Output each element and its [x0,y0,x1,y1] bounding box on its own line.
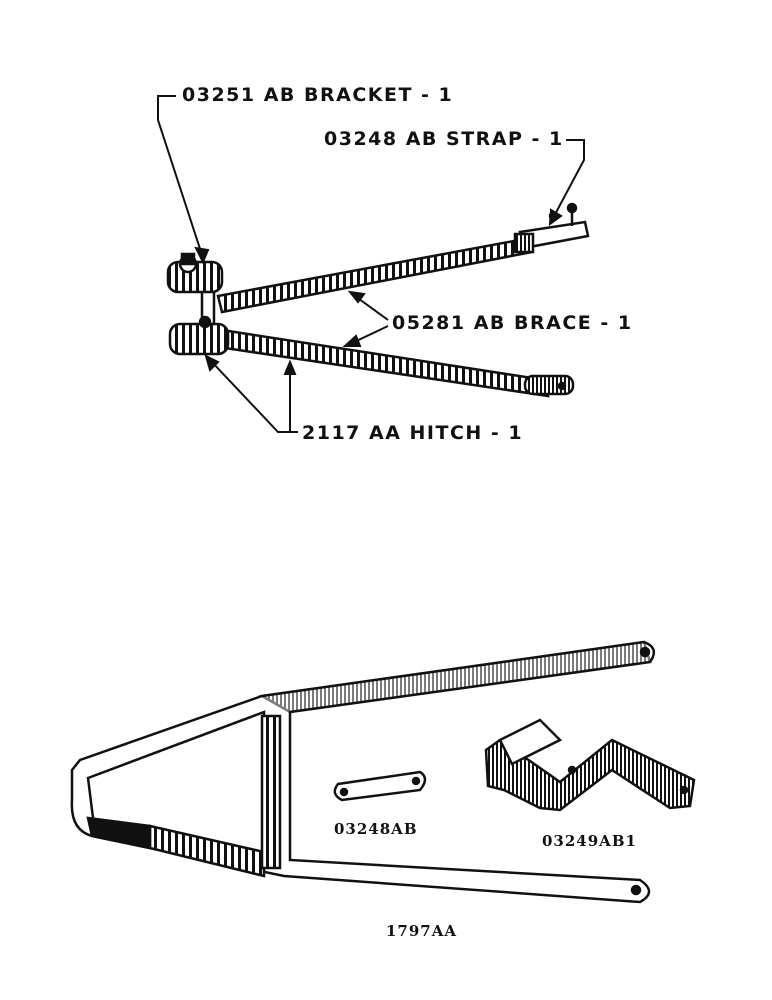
bracket-callout: 03251 AB BRACKET - 1 [182,84,454,106]
callout-leaders [157,95,585,433]
z-bracket-illustration [484,718,696,812]
hitch-part-illustration [70,640,656,904]
lower-hitch-bar [220,328,550,398]
hitch-callout: 2117 AA HITCH - 1 [302,422,524,444]
hitch-leader-up [289,368,298,433]
strap-part-illustration [333,770,427,802]
brace-callout: 05281 AB BRACE - 1 [392,312,633,334]
hitch-leader-left [209,359,298,433]
hitch-part-number: 1797AA [386,922,458,940]
upper-brace-bar [216,236,534,314]
hitch-assembly-illustration [166,202,590,398]
bracket-leader [157,95,204,259]
strap-leader [551,139,585,221]
strap-callout: 03248 AB STRAP - 1 [324,128,564,150]
bracket-part-number: 03249AB1 [542,832,637,850]
strap-part-number: 03248AB [334,820,418,838]
